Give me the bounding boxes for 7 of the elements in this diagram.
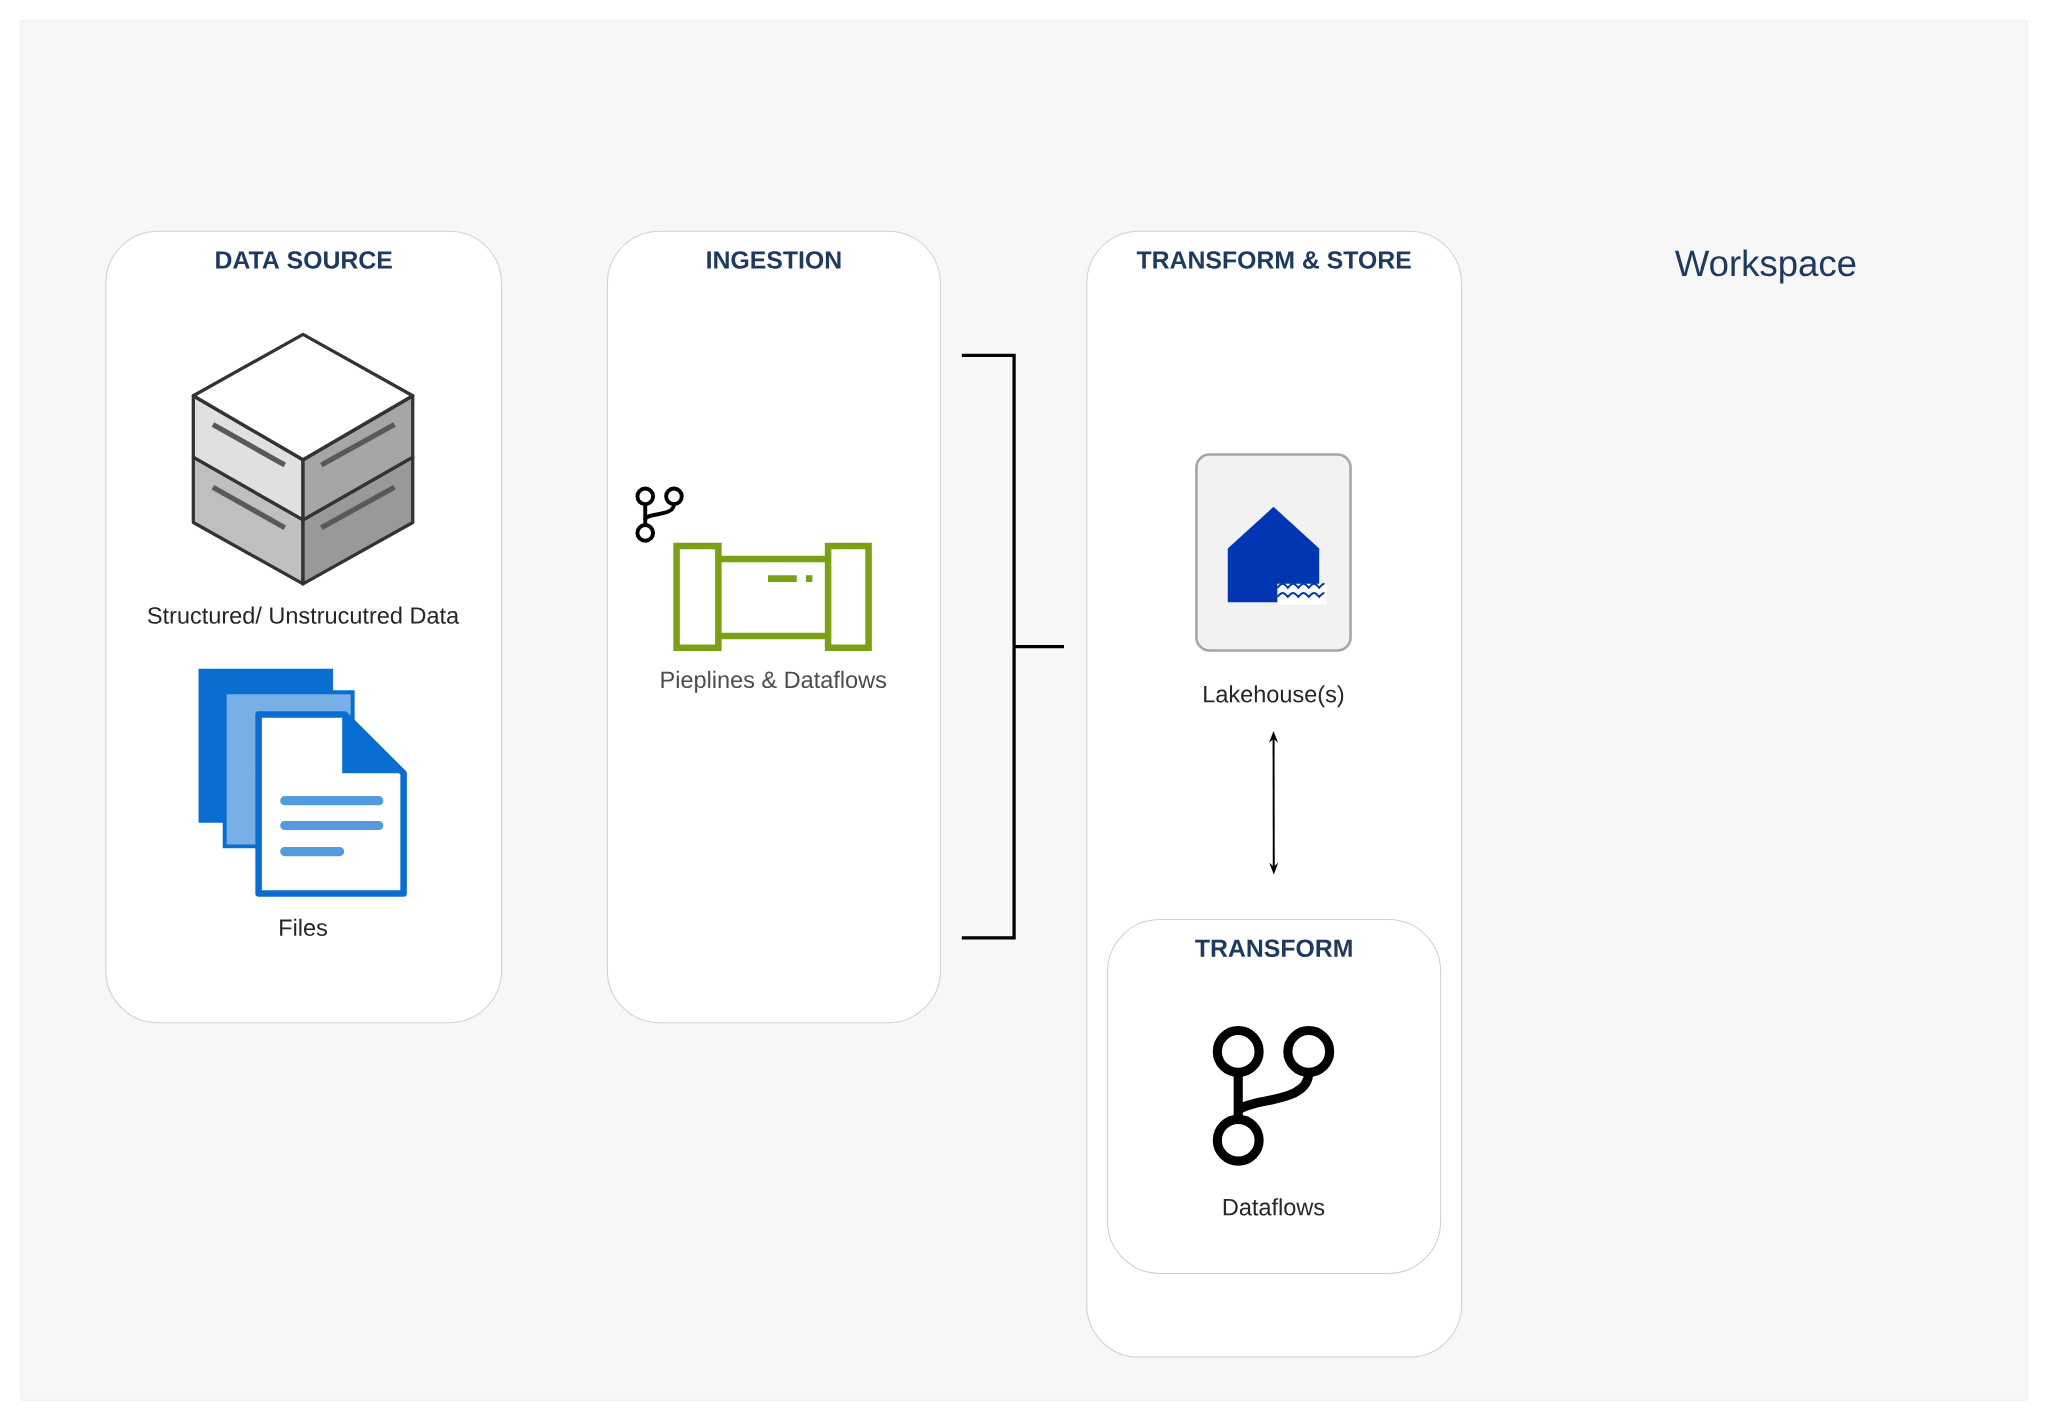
node-label: Pieplines & Dataflows [661,670,887,693]
node-label: Files [280,918,327,936]
node-label: Lakehouse(s) [1204,685,1344,708]
title: Workspace [1674,249,1856,284]
node-label: Structured/ Unstrucutred Data [147,606,460,624]
bracket-connector [960,353,1066,940]
node-label: Dataflows [1223,1198,1325,1216]
